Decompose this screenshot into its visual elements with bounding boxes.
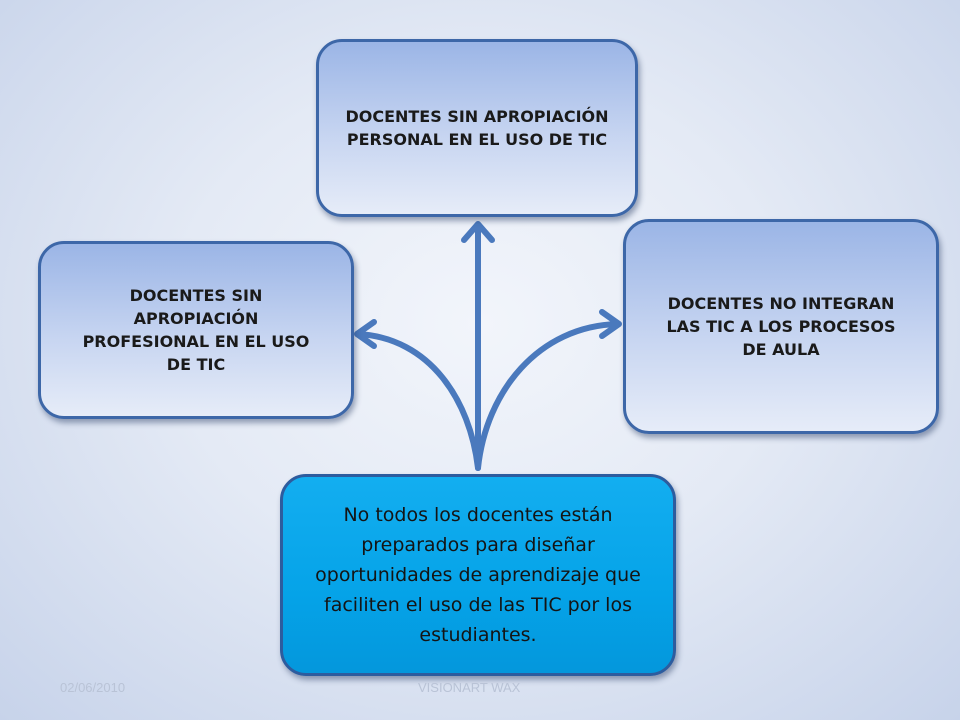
node-personal-appropriation-text: DOCENTES SIN APROPIACIÓN PERSONAL EN EL … (345, 107, 609, 149)
arrowhead-left (354, 319, 377, 349)
node-main-problem: No todos los docentes están preparados p… (280, 474, 676, 676)
arrow-to-right (475, 321, 621, 471)
node-classroom-integration-text: DOCENTES NO INTEGRAN LAS TIC A LOS PROCE… (666, 294, 896, 359)
arrowhead-right (599, 309, 622, 339)
footer-brand: VISIONART WAX (418, 680, 521, 695)
node-professional-appropriation: DOCENTES SIN APROPIACIÓN PROFESIONAL EN … (38, 241, 354, 419)
node-professional-appropriation-text: DOCENTES SIN APROPIACIÓN PROFESIONAL EN … (82, 286, 310, 374)
arrow-to-left (355, 331, 481, 471)
node-personal-appropriation: DOCENTES SIN APROPIACIÓN PERSONAL EN EL … (316, 39, 638, 217)
footer-date: 02/06/2010 (60, 680, 126, 695)
arrowhead-top (461, 221, 495, 243)
node-classroom-integration: DOCENTES NO INTEGRAN LAS TIC A LOS PROCE… (623, 219, 939, 434)
node-main-problem-text: No todos los docentes están preparados p… (315, 504, 641, 646)
